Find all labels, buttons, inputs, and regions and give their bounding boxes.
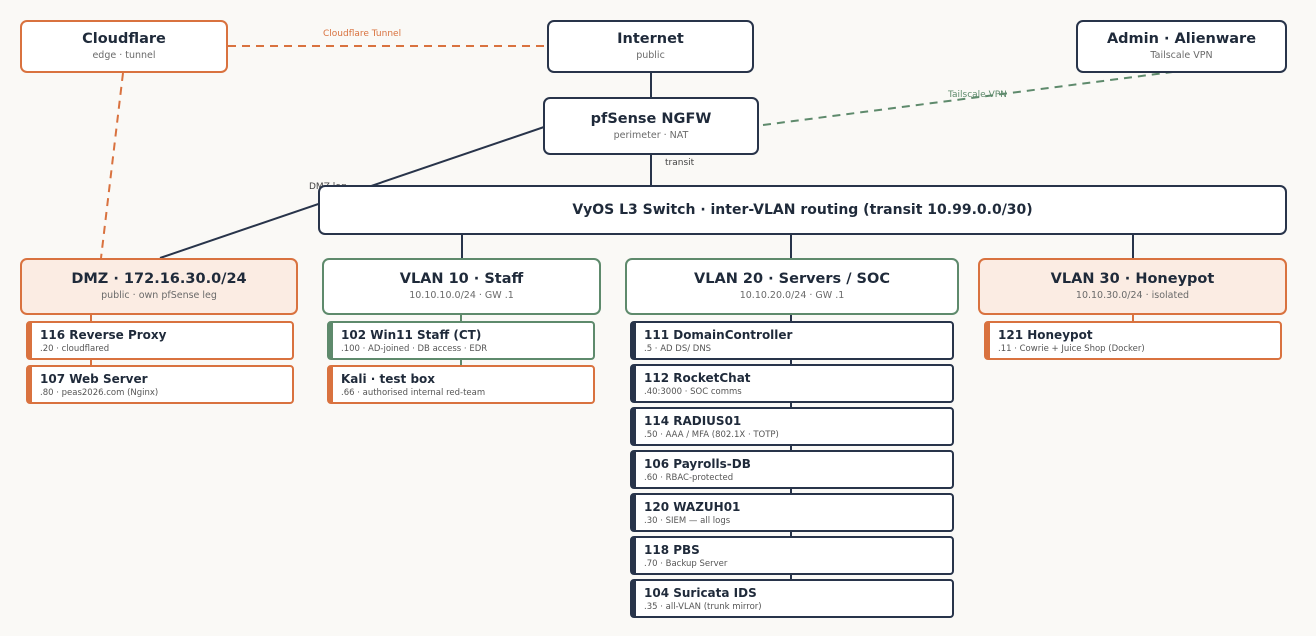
host-detail: .80 · peas2026.com (Nginx) — [40, 388, 159, 398]
pfsense-node[interactable]: pfSense NGFW perimeter · NAT — [543, 97, 759, 155]
host-card[interactable]: 107 Web Server .80 · peas2026.com (Nginx… — [26, 365, 294, 404]
zone-title: VLAN 20 · Servers / SOC — [694, 271, 890, 287]
host-card[interactable]: 114 RADIUS01 .50 · AAA / MFA (802.1X · T… — [630, 407, 954, 446]
node-title: Internet — [617, 31, 684, 47]
host-detail: .50 · AAA / MFA (802.1X · TOTP) — [644, 430, 779, 440]
host-name: 104 Suricata IDS — [644, 586, 757, 600]
host-card[interactable]: 112 RocketChat .40:3000 · SOC comms — [630, 364, 954, 403]
internet-node[interactable]: Internet public — [547, 20, 754, 73]
host-detail: .5 · AD DS/ DNS — [644, 344, 712, 354]
host-name: 120 WAZUH01 — [644, 500, 741, 514]
host-detail: .70 · Backup Server — [644, 559, 728, 569]
host-detail: .40:3000 · SOC comms — [644, 387, 742, 397]
tailscale-label: Tailscale VPN — [948, 90, 1007, 100]
zone-title: VLAN 30 · Honeypot — [1050, 271, 1215, 287]
host-card[interactable]: 102 Win11 Staff (CT) .100 · AD-joined · … — [327, 321, 595, 360]
host-name: 118 PBS — [644, 543, 700, 557]
zone-title: DMZ · 172.16.30.0/24 — [71, 271, 247, 287]
host-card[interactable]: 106 Payrolls-DB .60 · RBAC-protected — [630, 450, 954, 489]
host-name: 102 Win11 Staff (CT) — [341, 328, 482, 342]
host-card[interactable]: 116 Reverse Proxy .20 · cloudflared — [26, 321, 294, 360]
host-detail: .35 · all-VLAN (trunk mirror) — [644, 602, 762, 612]
node-subtitle: Tailscale VPN — [1150, 50, 1213, 61]
host-name: 121 Honeypot — [998, 328, 1093, 342]
transit-label: transit — [665, 158, 695, 168]
host-card[interactable]: 104 Suricata IDS .35 · all-VLAN (trunk m… — [630, 579, 954, 618]
zone-vlan30[interactable]: VLAN 30 · Honeypot 10.10.30.0/24 · isola… — [978, 258, 1287, 315]
tailscale-link — [762, 70, 1181, 126]
host-name: 116 Reverse Proxy — [40, 328, 167, 342]
admin-alienware-node[interactable]: Admin · Alienware Tailscale VPN — [1076, 20, 1287, 73]
host-name: Kali · test box — [341, 372, 436, 386]
cloudflare-node[interactable]: Cloudflare edge · tunnel — [20, 20, 228, 73]
cloudflare-dmz-link — [100, 72, 124, 259]
host-detail: .100 · AD-joined · DB access · EDR — [341, 344, 488, 354]
node-title: VyOS L3 Switch · inter-VLAN routing (tra… — [572, 202, 1033, 218]
zone-subtitle: 10.10.20.0/24 · GW .1 — [739, 290, 845, 301]
host-detail: .66 · authorised internal red-team — [341, 388, 486, 398]
vyos-switch-node[interactable]: VyOS L3 Switch · inter-VLAN routing (tra… — [318, 185, 1287, 235]
zone-subtitle: 10.10.30.0/24 · isolated — [1075, 290, 1190, 301]
host-name: 112 RocketChat — [644, 371, 751, 385]
host-name: 114 RADIUS01 — [644, 414, 742, 428]
node-subtitle: public — [636, 50, 665, 61]
zone-title: VLAN 10 · Staff — [399, 271, 524, 287]
zone-vlan10[interactable]: VLAN 10 · Staff 10.10.10.0/24 · GW .1 — [322, 258, 601, 315]
host-card[interactable]: 120 WAZUH01 .30 · SIEM — all logs — [630, 493, 954, 532]
zone-dmz[interactable]: DMZ · 172.16.30.0/24 public · own pfSens… — [20, 258, 298, 315]
host-card[interactable]: 111 DomainController .5 · AD DS/ DNS — [630, 321, 954, 360]
host-detail: .60 · RBAC-protected — [644, 473, 734, 483]
host-card[interactable]: 121 Honeypot .11 · Cowrie + Juice Shop (… — [984, 321, 1282, 360]
node-title: Cloudflare — [82, 31, 166, 47]
zone-vlan20[interactable]: VLAN 20 · Servers / SOC 10.10.20.0/24 · … — [625, 258, 959, 315]
zone-subtitle: public · own pfSense leg — [101, 290, 217, 301]
host-name: 111 DomainController — [644, 328, 793, 342]
node-subtitle: edge · tunnel — [92, 50, 156, 61]
host-detail: .30 · SIEM — all logs — [644, 516, 731, 526]
host-card[interactable]: Kali · test box .66 · authorised interna… — [327, 365, 595, 404]
host-name: 107 Web Server — [40, 372, 148, 386]
host-detail: .11 · Cowrie + Juice Shop (Docker) — [998, 344, 1145, 354]
host-detail: .20 · cloudflared — [40, 344, 110, 354]
node-subtitle: perimeter · NAT — [613, 129, 689, 141]
node-title: pfSense NGFW — [590, 110, 712, 127]
cloudflare-tunnel-label: Cloudflare Tunnel — [323, 29, 402, 39]
host-name: 106 Payrolls-DB — [644, 457, 751, 471]
host-card[interactable]: 118 PBS .70 · Backup Server — [630, 536, 954, 575]
zone-subtitle: 10.10.10.0/24 · GW .1 — [409, 290, 514, 301]
node-title: Admin · Alienware — [1106, 31, 1257, 47]
